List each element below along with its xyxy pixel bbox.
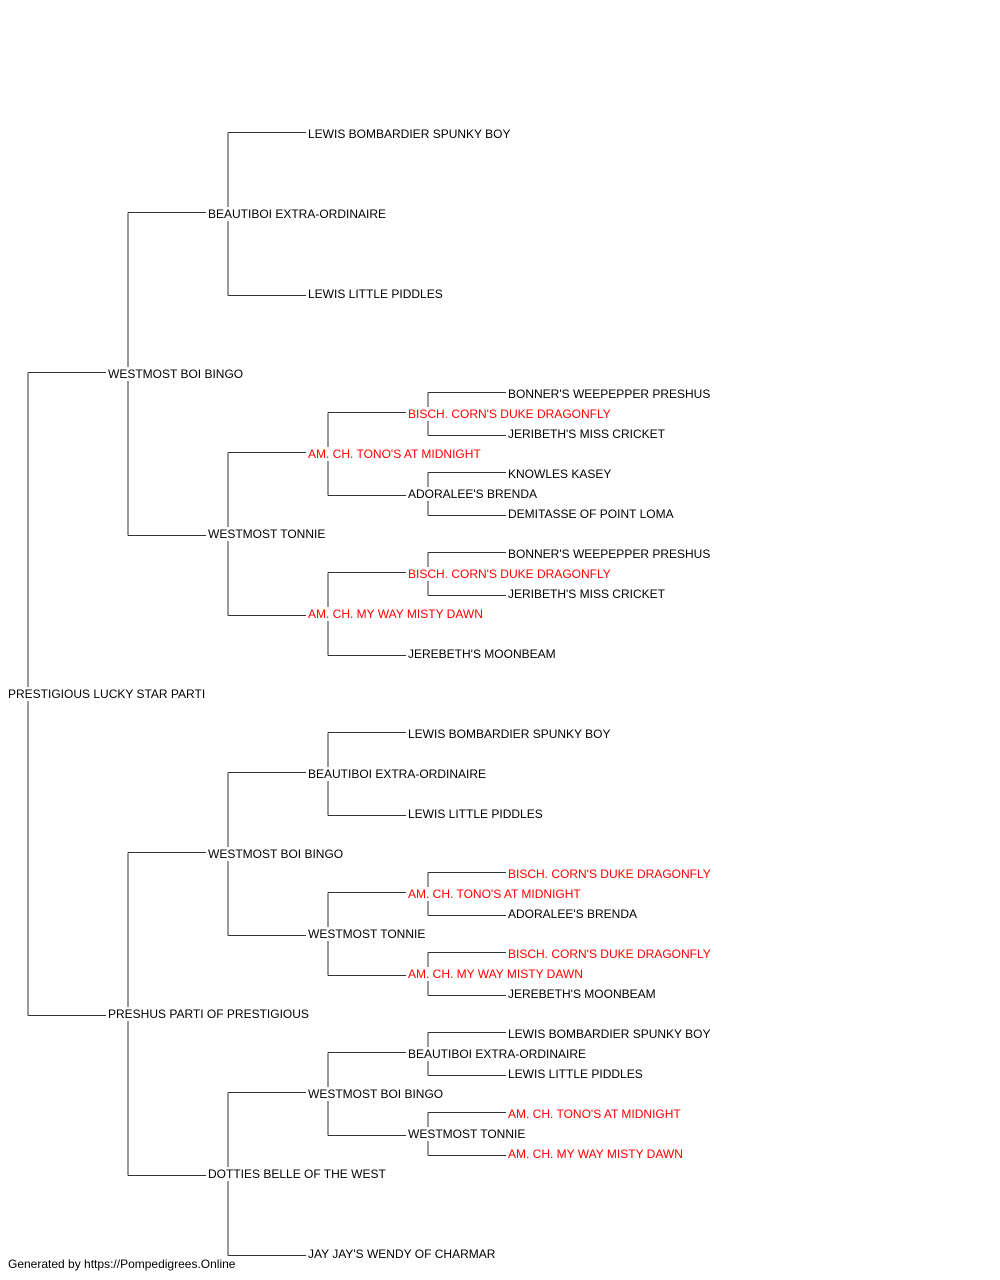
dog-lewis-little-piddles: LEWIS LITTLE PIDDLES [508, 1067, 645, 1081]
footer-credit: Generated by https://Pompedigrees.Online [8, 1257, 236, 1271]
dog-beautiboi-extra-ordinaire: BEAUTIBOI EXTRA-ORDINAIRE [208, 207, 389, 221]
dog-adoralee-s-brenda: ADORALEE'S BRENDA [408, 487, 539, 501]
dog-bonner-s-weepepper-preshus: BONNER'S WEEPEPPER PRESHUS [508, 547, 713, 561]
dog-am-ch-tono-s-at-midnight: AM. CH. TONO'S AT MIDNIGHT [308, 447, 483, 461]
dog-jerebeth-s-moonbeam: JEREBETH'S MOONBEAM [408, 647, 558, 661]
dog-jay-jay-s-wendy-of-charmar: JAY JAY'S WENDY OF CHARMAR [308, 1247, 498, 1261]
dog-am-ch-tono-s-at-midnight: AM. CH. TONO'S AT MIDNIGHT [508, 1107, 683, 1121]
dog-preshus-parti-of-prestigious: PRESHUS PARTI OF PRESTIGIOUS [108, 1007, 311, 1021]
dog-jeribeth-s-miss-cricket: JERIBETH'S MISS CRICKET [508, 427, 667, 441]
dog-jeribeth-s-miss-cricket: JERIBETH'S MISS CRICKET [508, 587, 667, 601]
dog-am-ch-my-way-misty-dawn: AM. CH. MY WAY MISTY DAWN [408, 967, 585, 981]
dog-jerebeth-s-moonbeam: JEREBETH'S MOONBEAM [508, 987, 658, 1001]
dog-lewis-little-piddles: LEWIS LITTLE PIDDLES [308, 287, 445, 301]
dog-am-ch-tono-s-at-midnight: AM. CH. TONO'S AT MIDNIGHT [408, 887, 583, 901]
dog-bisch-corn-s-duke-dragonfly: BISCH. CORN'S DUKE DRAGONFLY [508, 867, 713, 881]
dog-dotties-belle-of-the-west: DOTTIES BELLE OF THE WEST [208, 1167, 388, 1181]
dog-am-ch-my-way-misty-dawn: AM. CH. MY WAY MISTY DAWN [508, 1147, 685, 1161]
dog-westmost-boi-bingo: WESTMOST BOI BINGO [208, 847, 346, 861]
dog-westmost-boi-bingo: WESTMOST BOI BINGO [108, 367, 246, 381]
dog-bisch-corn-s-duke-dragonfly: BISCH. CORN'S DUKE DRAGONFLY [408, 407, 613, 421]
dog-lewis-bombardier-spunky-boy: LEWIS BOMBARDIER SPUNKY BOY [308, 127, 513, 141]
dog-demitasse-of-point-loma: DEMITASSE OF POINT LOMA [508, 507, 676, 521]
dog-lewis-bombardier-spunky-boy: LEWIS BOMBARDIER SPUNKY BOY [508, 1027, 713, 1041]
dog-knowles-kasey: KNOWLES KASEY [508, 467, 614, 481]
dog-beautiboi-extra-ordinaire: BEAUTIBOI EXTRA-ORDINAIRE [308, 767, 489, 781]
dog-bisch-corn-s-duke-dragonfly: BISCH. CORN'S DUKE DRAGONFLY [508, 947, 713, 961]
dog-westmost-boi-bingo: WESTMOST BOI BINGO [308, 1087, 446, 1101]
dog-westmost-tonnie: WESTMOST TONNIE [208, 527, 328, 541]
dog-beautiboi-extra-ordinaire: BEAUTIBOI EXTRA-ORDINAIRE [408, 1047, 589, 1061]
dog-bonner-s-weepepper-preshus: BONNER'S WEEPEPPER PRESHUS [508, 387, 713, 401]
dog-am-ch-my-way-misty-dawn: AM. CH. MY WAY MISTY DAWN [308, 607, 485, 621]
dog-lewis-bombardier-spunky-boy: LEWIS BOMBARDIER SPUNKY BOY [408, 727, 613, 741]
dog-bisch-corn-s-duke-dragonfly: BISCH. CORN'S DUKE DRAGONFLY [408, 567, 613, 581]
dog-prestigious-lucky-star-parti: PRESTIGIOUS LUCKY STAR PARTI [8, 687, 208, 701]
dog-westmost-tonnie: WESTMOST TONNIE [308, 927, 428, 941]
dog-lewis-little-piddles: LEWIS LITTLE PIDDLES [408, 807, 545, 821]
dog-adoralee-s-brenda: ADORALEE'S BRENDA [508, 907, 639, 921]
dog-westmost-tonnie: WESTMOST TONNIE [408, 1127, 528, 1141]
